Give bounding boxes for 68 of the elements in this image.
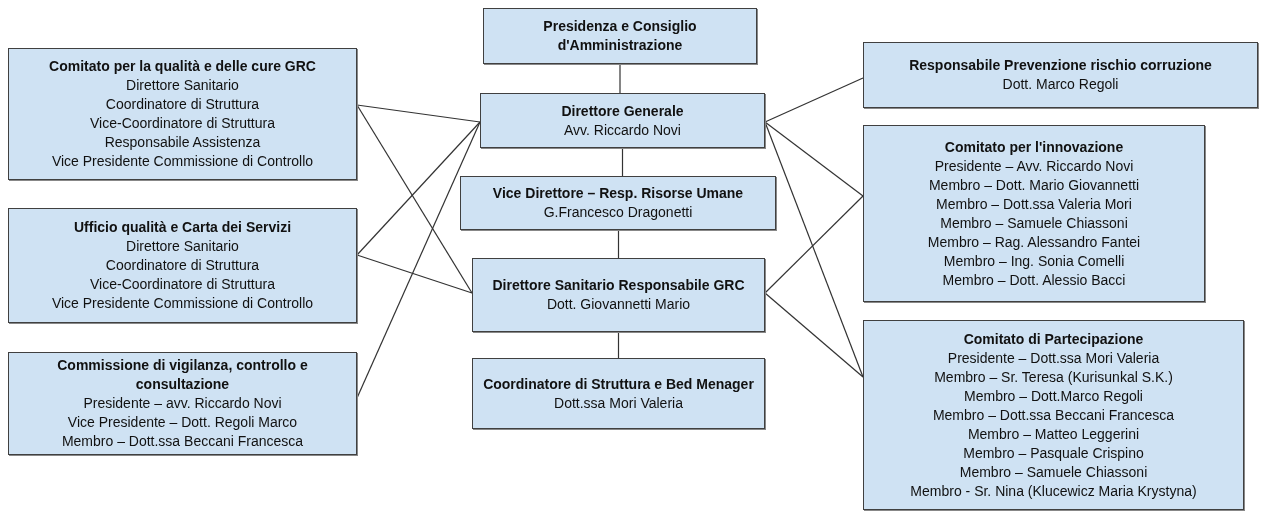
connector-line (356, 121, 481, 399)
member-text: Vice Presidente Commissione di Controllo (50, 294, 315, 313)
connector-line (764, 77, 864, 123)
box-title: Commissione di vigilanza, controllo e consultazione (56, 356, 309, 394)
box-title: Coordinatore di Struttura e Bed Menager (482, 374, 755, 394)
connector-line (356, 104, 473, 294)
org-box (863, 125, 1205, 302)
connector-line (764, 121, 864, 378)
org-box (8, 48, 357, 180)
connector-line (356, 254, 473, 294)
member-text: Vice-Coordinatore di Struttura (89, 114, 276, 133)
member-text: Direttore Sanitario (125, 237, 240, 256)
member-text: Membro – Samuele Chiassoni (958, 462, 1149, 482)
connector-line (764, 195, 864, 294)
org-box (8, 208, 357, 323)
member-text: Vice-Coordinatore di Struttura (89, 275, 276, 294)
member-text: Coordinatore di Struttura (104, 95, 261, 114)
member-text: Membro – Rag. Alessandro Fantei (926, 232, 1142, 252)
member-text: Vice Presidente Commissione di Controllo (50, 152, 315, 171)
org-box (8, 352, 357, 455)
connector-line (356, 104, 481, 123)
connector-line (621, 147, 624, 177)
connector-line (764, 121, 864, 197)
org-box (480, 93, 765, 148)
member-text: Membro – Dott.Marco Regoli (963, 386, 1144, 406)
member-text: Membro – Dott. Alessio Bacci (941, 270, 1127, 290)
org-box (460, 176, 776, 230)
connector-line (617, 229, 620, 259)
box-title: Direttore Generale (560, 101, 685, 121)
member-text: Membro – Dott.ssa Beccani Francesca (60, 432, 305, 451)
member-text: Membro – Dott.ssa Beccani Francesca (931, 405, 1176, 425)
box-title: Responsabile Prevenzione rischio corruzione (908, 56, 1213, 75)
box-title: Comitato di Partecipazione (962, 329, 1145, 349)
member-text: Responsabile Assistenza (103, 133, 262, 152)
member-text: G.Francesco Dragonetti (542, 203, 694, 222)
connector-line (356, 121, 481, 256)
member-text: Presidente – Avv. Riccardo Novi (933, 156, 1135, 176)
connector-line (619, 63, 621, 94)
member-text: Vice Presidente – Dott. Regoli Marco (66, 413, 299, 432)
member-text: Presidente – avv. Riccardo Novi (82, 394, 283, 413)
box-title: Comitato per la qualità e delle cure GRC (48, 57, 317, 76)
member-text: Membro – Matteo Leggerini (966, 424, 1141, 444)
member-text: Avv. Riccardo Novi (563, 120, 682, 140)
member-text: Dott. Giovannetti Mario (545, 295, 692, 314)
member-text: Presidente – Dott.ssa Mori Valeria (946, 348, 1161, 368)
member-text: Membro - Sr. Nina (Klucewicz Maria Krystyna) (909, 481, 1198, 501)
org-box (863, 42, 1258, 108)
member-text: Membro – Dott.ssa Valeria Mori (935, 194, 1133, 214)
org-box (863, 320, 1244, 510)
box-title: Vice Direttore – Resp. Risorse Umane (491, 184, 745, 203)
member-text: Membro – Ing. Sonia Comelli (942, 251, 1126, 271)
member-text: Dott.ssa Mori Valeria (553, 393, 684, 413)
connector-line (764, 292, 864, 378)
member-text: Membro – Sr. Teresa (Kurisunkal S.K.) (933, 367, 1174, 387)
org-box (472, 258, 765, 332)
member-text: Membro – Pasquale Crispino (962, 443, 1145, 463)
box-title: Comitato per l'innovazione (943, 137, 1125, 157)
box-title: Presidenza e Consiglio d'Amministrazione (542, 17, 698, 55)
box-title: Ufficio qualità e Carta dei Servizi (72, 218, 293, 237)
member-text: Dott. Marco Regoli (1001, 75, 1120, 94)
member-text: Membro – Dott. Mario Giovannetti (927, 175, 1141, 195)
member-text: Membro – Samuele Chiassoni (939, 213, 1129, 233)
member-text: Direttore Sanitario (125, 76, 240, 95)
member-text: Coordinatore di Struttura (104, 256, 261, 275)
org-box (483, 8, 757, 64)
connector-line (617, 331, 620, 359)
box-title: Direttore Sanitario Responsabile GRC (491, 276, 746, 295)
org-box (472, 358, 765, 429)
